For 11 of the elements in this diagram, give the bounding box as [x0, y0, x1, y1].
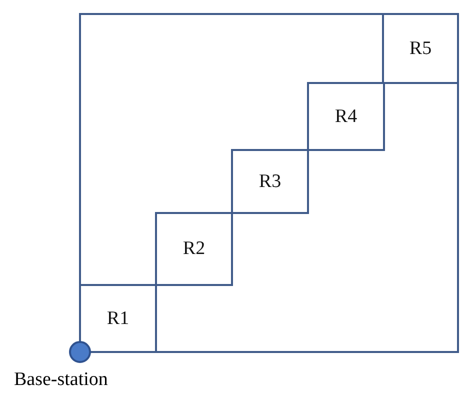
- region-label: R3: [258, 170, 282, 192]
- region-cell: [307, 82, 385, 151]
- region-cell: [155, 212, 233, 286]
- station-label: Base-station: [14, 369, 108, 391]
- region-cell: [231, 149, 309, 214]
- region-cell: [382, 13, 459, 84]
- region-label: R4: [334, 106, 358, 128]
- outer-square: [79, 13, 459, 353]
- region-label: R5: [409, 38, 432, 60]
- region-label: R1: [106, 308, 130, 330]
- region-label: R2: [182, 238, 206, 260]
